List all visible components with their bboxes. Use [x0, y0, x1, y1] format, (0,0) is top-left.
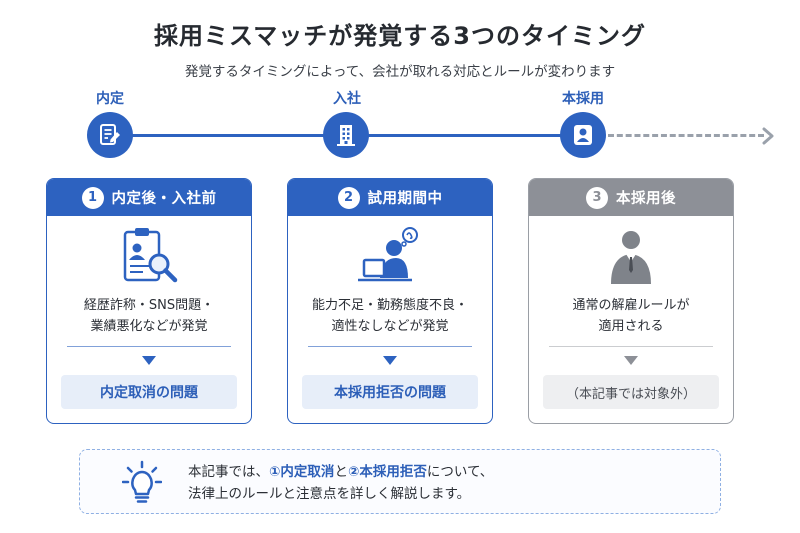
card-header: 3 本採用後 [529, 179, 733, 216]
lightbulb-icon [122, 460, 162, 503]
card-result: 内定取消の問題 [61, 375, 237, 409]
stage-label-honsaiyo: 本採用 [562, 91, 604, 107]
card-desc-line: 通常の解雇ルールが [572, 298, 690, 313]
card-naitei-period: 1 内定後・入社前 経歴詐称・SNS問題・ 業績悪化などが発覚 内定取消の問題 [46, 178, 252, 424]
card-title: 試用期間中 [367, 191, 443, 207]
note-text-part: 本記事では、 [188, 464, 269, 480]
card-desc-line: 経歴詐称・SNS問題・ [83, 298, 215, 313]
triangle-down-icon [142, 356, 156, 365]
summary-note: 本記事では、①内定取消と②本採用拒否について、 法律上のルールと注意点を詳しく解… [79, 449, 721, 514]
card-divider [67, 346, 231, 347]
card-illustration [529, 225, 733, 291]
person-icon [574, 125, 592, 145]
card-desc-line: 適用される [598, 319, 664, 334]
card-header: 1 内定後・入社前 [47, 179, 251, 216]
card-number: 3 [586, 186, 608, 209]
card-desc-line: 業績悪化などが発覚 [90, 319, 208, 334]
card-divider [549, 346, 713, 347]
clipboard-search-icon [123, 228, 178, 283]
note-text-part: について、 [426, 464, 494, 480]
card-trial-period: 2 試用期間中 能力不足・勤務態度不良・ 適性なしなどが発覚 本採用拒否の問題 [287, 178, 493, 424]
stage-circle-honsaiyo [560, 112, 606, 158]
card-after-employment: 3 本採用後 通常の解雇ルールが 適用される （本記事では対象外） [528, 178, 734, 424]
card-title: 本採用後 [616, 191, 676, 207]
card-header: 2 試用期間中 [288, 179, 492, 216]
card-desc-line: 適性なしなどが発覚 [331, 319, 449, 334]
note-line-1: 本記事では、①内定取消と②本採用拒否について、 [188, 461, 493, 483]
card-illustration [47, 225, 251, 291]
card-number: 1 [81, 186, 104, 209]
card-result: （本記事では対象外） [543, 375, 719, 409]
page-title: 採用ミスマッチが発覚する3つのタイミング [154, 22, 646, 50]
card-description: 通常の解雇ルールが 適用される [529, 295, 733, 337]
card-illustration [288, 225, 492, 291]
stage-label-naitei: 内定 [96, 91, 124, 107]
stage-circle-nyusha [323, 112, 369, 158]
note-text: 本記事では、①内定取消と②本採用拒否について、 法律上のルールと注意点を詳しく解… [188, 461, 493, 505]
card-desc-line: 能力不足・勤務態度不良・ [311, 298, 468, 313]
note-highlight-naitei: ①内定取消 [269, 464, 335, 480]
note-text-part: と [334, 464, 348, 480]
triangle-down-icon [624, 356, 638, 365]
building-icon [337, 125, 355, 146]
note-highlight-honsaiyo: ②本採用拒否 [347, 464, 427, 480]
card-description: 経歴詐称・SNS問題・ 業績悪化などが発覚 [47, 295, 251, 337]
worried-worker-icon [358, 227, 418, 282]
timeline-dashed-line [608, 134, 764, 137]
page-subtitle: 発覚するタイミングによって、会社が取れる対応とルールが変わります [184, 64, 616, 80]
card-divider [308, 346, 472, 347]
note-line-2: 法律上のルールと注意点を詳しく解説します。 [188, 486, 471, 502]
document-pen-icon [100, 124, 120, 145]
card-title: 内定後・入社前 [111, 191, 217, 207]
card-description: 能力不足・勤務態度不良・ 適性なしなどが発覚 [288, 295, 492, 337]
card-number: 2 [337, 186, 360, 209]
stage-circle-naitei [87, 112, 133, 158]
stage-label-nyusha: 入社 [333, 91, 361, 107]
card-result: 本採用拒否の問題 [302, 375, 478, 409]
arrow-right-icon [762, 127, 774, 145]
triangle-down-icon [383, 356, 397, 365]
businessman-icon [611, 231, 651, 284]
